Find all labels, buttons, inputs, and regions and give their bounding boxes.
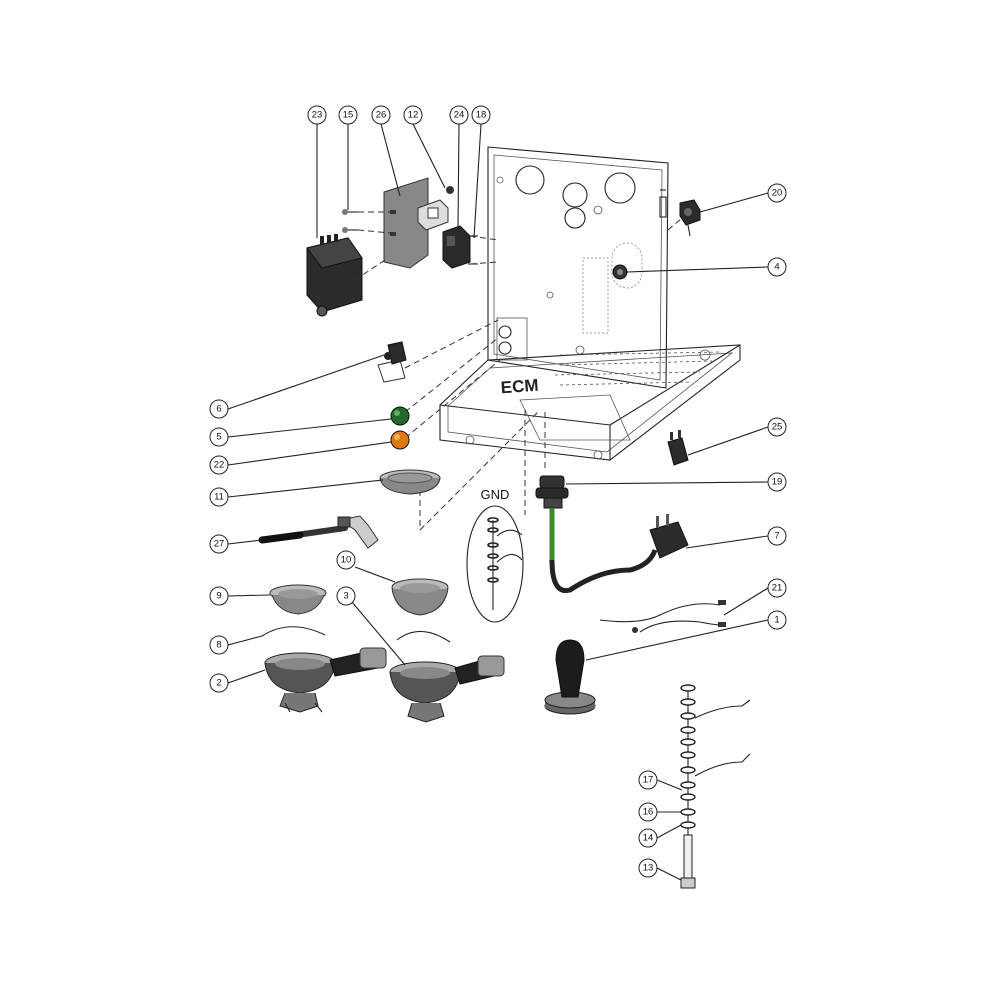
callout-6: 6 xyxy=(209,399,229,419)
callout-9: 9 xyxy=(209,586,229,606)
part-23-control-box xyxy=(306,234,363,317)
callout-15: 15 xyxy=(338,105,358,125)
callout-7: 7 xyxy=(767,526,787,546)
svg-text:7: 7 xyxy=(774,531,779,542)
part-11-shower-screen xyxy=(379,469,441,495)
part-8-spring-clip xyxy=(261,626,451,643)
screws xyxy=(342,186,478,265)
svg-text:27: 27 xyxy=(214,539,225,550)
svg-text:15: 15 xyxy=(343,110,354,121)
callout-12: 12 xyxy=(403,105,423,125)
svg-text:20: 20 xyxy=(772,188,783,199)
part-20-switch xyxy=(679,199,701,237)
svg-text:2: 2 xyxy=(216,678,221,689)
callout-14: 14 xyxy=(638,828,658,848)
callout-22: 22 xyxy=(209,455,229,475)
svg-text:9: 9 xyxy=(216,591,221,602)
svg-text:24: 24 xyxy=(454,110,465,121)
svg-text:4: 4 xyxy=(774,262,779,273)
svg-text:17: 17 xyxy=(643,775,654,786)
callout-25: 25 xyxy=(767,417,787,437)
part-4-knob xyxy=(612,264,628,280)
part-27-tool xyxy=(258,515,379,549)
brand-logo-text: ECM xyxy=(500,376,539,398)
callout-1: 1 xyxy=(767,610,787,630)
gnd-label: GND xyxy=(481,487,510,502)
callout-27: 27 xyxy=(209,534,229,554)
svg-text:18: 18 xyxy=(476,110,487,121)
callout-3: 3 xyxy=(336,586,356,606)
callout-19: 19 xyxy=(767,472,787,492)
part-21-wiring xyxy=(599,600,726,633)
part-10-filter-basket xyxy=(391,578,449,616)
gnd-detail: GND xyxy=(466,487,524,623)
callout-10: 10 xyxy=(336,550,356,570)
callout-18: 18 xyxy=(471,105,491,125)
callout-13: 13 xyxy=(638,858,658,878)
callout-20: 20 xyxy=(767,183,787,203)
part-24-relay xyxy=(442,225,471,269)
part-7-power-cable xyxy=(549,508,689,594)
callout-5: 5 xyxy=(209,427,229,447)
callout-11: 11 xyxy=(209,487,229,507)
svg-text:21: 21 xyxy=(772,583,783,594)
svg-text:26: 26 xyxy=(376,110,387,121)
svg-text:10: 10 xyxy=(341,555,352,566)
svg-text:12: 12 xyxy=(408,110,419,121)
callout-8: 8 xyxy=(209,635,229,655)
svg-text:13: 13 xyxy=(643,863,654,874)
svg-text:25: 25 xyxy=(772,422,783,433)
leader-lines xyxy=(227,123,769,881)
svg-text:22: 22 xyxy=(214,460,225,471)
callout-21: 21 xyxy=(767,578,787,598)
svg-text:3: 3 xyxy=(343,591,348,602)
svg-text:8: 8 xyxy=(216,640,221,651)
svg-text:5: 5 xyxy=(216,432,221,443)
part-1-tamper xyxy=(544,639,596,715)
svg-text:6: 6 xyxy=(216,404,221,415)
frame-chassis: ECM xyxy=(439,146,741,461)
part-12-bracket xyxy=(417,199,449,231)
callout-16: 16 xyxy=(638,802,658,822)
callout-23: 23 xyxy=(307,105,327,125)
callout-17: 17 xyxy=(638,770,658,790)
callout-bubbles: 23 15 26 12 24 18 20 4 6 5 22 11 25 19 2… xyxy=(209,105,787,878)
exploded-guide-lines xyxy=(354,211,683,531)
callout-2: 2 xyxy=(209,673,229,693)
part-25-switch xyxy=(667,430,689,466)
part-19-cable-gland xyxy=(535,475,569,509)
svg-text:11: 11 xyxy=(214,492,224,503)
svg-text:23: 23 xyxy=(312,110,323,121)
part-13-bolt-stack xyxy=(680,684,751,889)
svg-text:14: 14 xyxy=(643,833,654,844)
part-2-portafilter xyxy=(264,647,387,713)
callout-24: 24 xyxy=(449,105,469,125)
part-3-portafilter xyxy=(389,655,505,723)
part-26-mounting-plate xyxy=(383,177,429,269)
part-6-rocker-switch xyxy=(377,341,407,383)
svg-text:1: 1 xyxy=(774,615,779,626)
part-22-orange-lamp xyxy=(390,430,410,450)
svg-text:19: 19 xyxy=(772,477,783,488)
part-5-green-lamp xyxy=(390,406,410,426)
svg-text:16: 16 xyxy=(643,807,654,818)
callout-26: 26 xyxy=(371,105,391,125)
callout-4: 4 xyxy=(767,257,787,277)
part-9-filter-basket xyxy=(269,584,327,615)
